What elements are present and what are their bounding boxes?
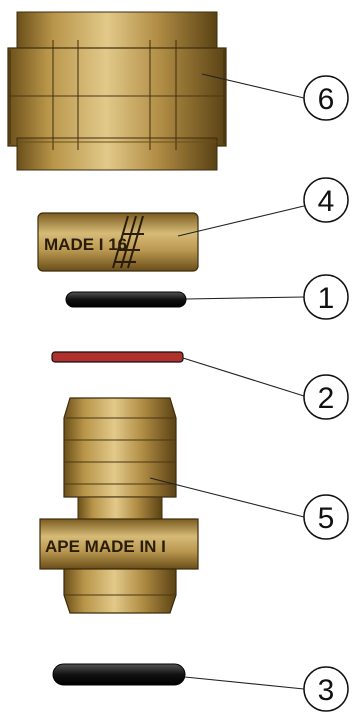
- callout-circle: [303, 494, 349, 540]
- leader-5: [149, 477, 305, 518]
- insulating-washer: [51, 351, 184, 363]
- callout-6: 6: [303, 75, 349, 121]
- leader-3: [184, 676, 305, 690]
- callout-number: 2: [318, 382, 335, 415]
- callout-1: 1: [303, 274, 349, 320]
- callout-5: 5: [303, 494, 349, 540]
- callout-circle: [303, 374, 349, 420]
- callout-number: 5: [318, 502, 335, 535]
- callout-2: 2: [303, 374, 349, 420]
- leader-lines: [149, 73, 305, 690]
- nut: [7, 11, 227, 171]
- callout-number: 4: [318, 185, 335, 218]
- callout-circle: [303, 666, 349, 712]
- callout-3: 3: [303, 666, 349, 712]
- callout-circle: [303, 274, 349, 320]
- insert-body: APE MADE IN I: [39, 397, 199, 614]
- callout-circle: [303, 177, 349, 223]
- o-ring-upper: [65, 291, 187, 308]
- o-ring-lower: [52, 663, 186, 686]
- callout-circle: [303, 75, 349, 121]
- split-gap: [112, 215, 144, 269]
- split-ring: MADE I 16: [37, 212, 199, 272]
- leader-4: [177, 205, 305, 237]
- leader-2: [182, 357, 305, 397]
- leader-6: [201, 73, 305, 99]
- split-ring-engraving: MADE I 16: [44, 235, 127, 254]
- insert-body-engraving: APE MADE IN I: [45, 537, 166, 556]
- callout-number: 1: [318, 282, 335, 315]
- callout-number: 3: [318, 674, 335, 707]
- callout-4: 4: [303, 177, 349, 223]
- callout-number: 6: [318, 83, 335, 116]
- leader-1: [185, 296, 305, 300]
